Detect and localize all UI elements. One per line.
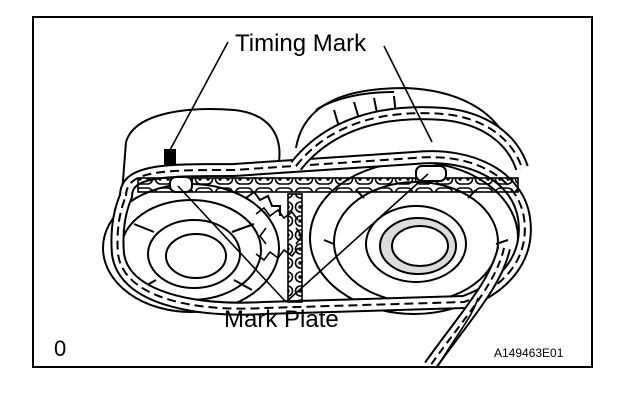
timing-mark-indicator [164, 149, 176, 169]
timing-mark-label: Timing Mark [235, 30, 367, 57]
diagram-frame: Timing Mark Mark Plate 0 A149463E01 [32, 16, 593, 368]
leader-lines [169, 41, 433, 303]
figure-code-label: A149463E01 [494, 346, 564, 360]
right-sprocket [309, 161, 519, 315]
timing-chain-illustration [102, 41, 532, 366]
figure-index-label: 0 [54, 336, 67, 361]
mark-plate-label: Mark Plate [224, 306, 339, 333]
timing-chain [110, 106, 532, 366]
